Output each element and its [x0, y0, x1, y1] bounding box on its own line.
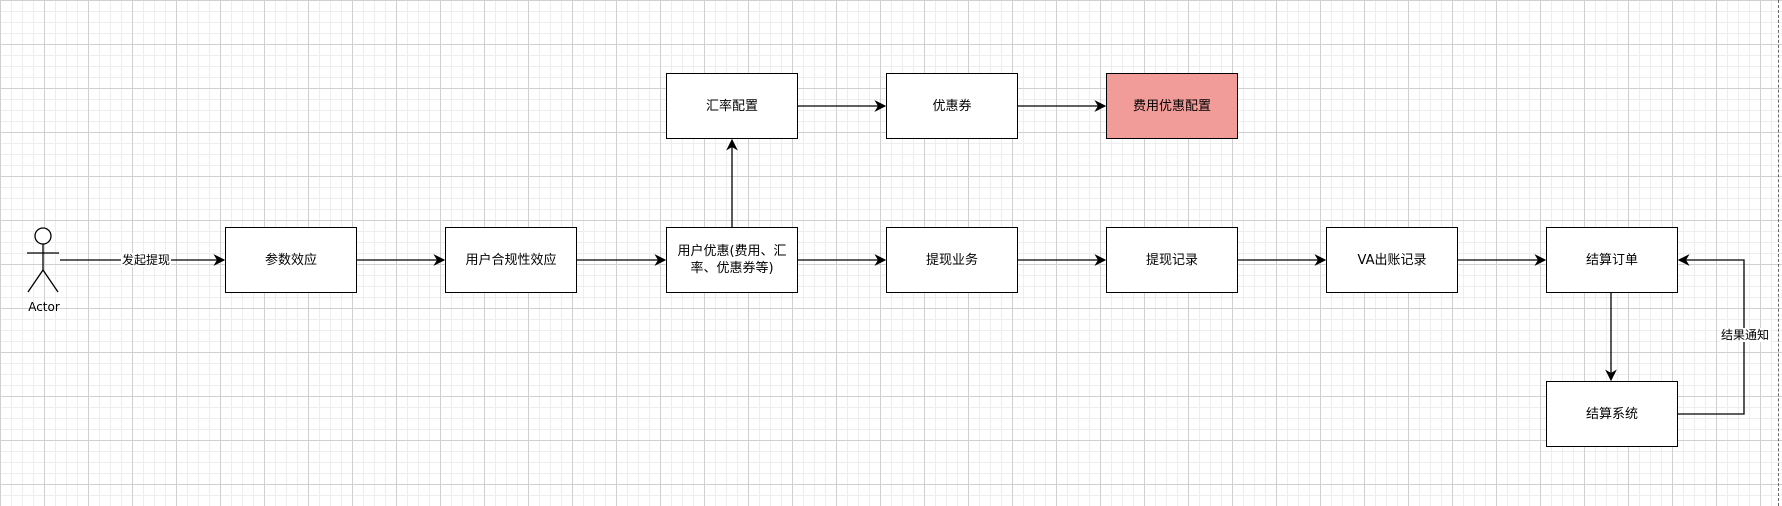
node-va-record[interactable]: VA出账记录	[1326, 227, 1458, 293]
edge-label-initiate-withdraw[interactable]: 发起提现	[121, 253, 172, 267]
node-exchange-rate[interactable]: 汇率配置	[666, 73, 798, 139]
node-fee-discount[interactable]: 费用优惠配置	[1106, 73, 1238, 139]
node-compliance-effect[interactable]: 用户合规性效应	[445, 227, 577, 293]
node-withdraw-business[interactable]: 提现业务	[886, 227, 1018, 293]
node-settle-system[interactable]: 结算系统	[1546, 381, 1678, 447]
node-param-effect[interactable]: 参数效应	[225, 227, 357, 293]
actor-icon[interactable]	[26, 226, 60, 296]
page-boundary-line	[1778, 0, 1779, 506]
node-settle-order[interactable]: 结算订单	[1546, 227, 1678, 293]
edge-label-result-notify[interactable]: 结果通知	[1720, 328, 1771, 342]
node-coupon[interactable]: 优惠券	[886, 73, 1018, 139]
actor-label: Actor	[28, 300, 60, 314]
node-user-discount[interactable]: 用户优惠(费用、汇率、优惠券等)	[666, 227, 798, 293]
node-withdraw-record[interactable]: 提现记录	[1106, 227, 1238, 293]
